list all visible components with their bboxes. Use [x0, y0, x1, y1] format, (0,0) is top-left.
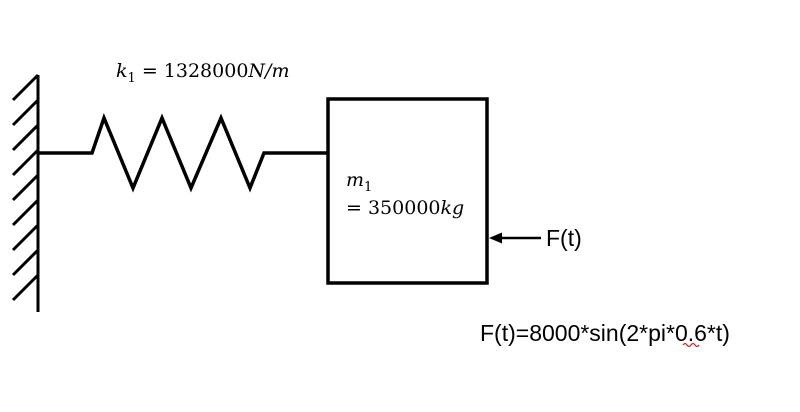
spring-label-unit: N/m	[247, 60, 289, 82]
wall-hatch	[11, 98, 40, 127]
spring-label-subscript: 1	[128, 71, 136, 86]
wall-hatch	[11, 198, 40, 227]
mass-label-value: = 350000	[346, 197, 441, 219]
wall-hatch	[11, 173, 40, 202]
force-equation: F(t)=8000*sin(2*pi*0.6*t)	[480, 320, 730, 346]
spring-label: k1 = 1328000N/m	[116, 60, 289, 86]
spring-label-value: = 1328000	[136, 60, 249, 82]
wall-hatch	[11, 148, 40, 177]
force-label: F(t)	[546, 225, 582, 251]
mass-label-symbol: m	[346, 169, 364, 191]
mass-label-symbol-line: m1	[346, 169, 372, 195]
wall-hatch	[11, 248, 40, 277]
force-arrow	[489, 232, 541, 244]
spring-k1	[38, 113, 328, 193]
wall-hatch	[11, 273, 40, 302]
mass-label-value-line: = 350000kg	[346, 197, 464, 219]
wall-hatch	[11, 223, 40, 252]
mass-block-m1	[326, 97, 489, 285]
wall-hatch	[11, 73, 40, 102]
force-arrow-head	[489, 232, 502, 244]
spellcheck-underline	[682, 342, 700, 348]
fixed-wall	[11, 73, 40, 312]
spring-label-symbol: k	[116, 60, 128, 82]
wall-hatch	[11, 123, 40, 152]
mass-label-unit: kg	[441, 197, 465, 219]
mass-label-subscript: 1	[364, 180, 372, 195]
